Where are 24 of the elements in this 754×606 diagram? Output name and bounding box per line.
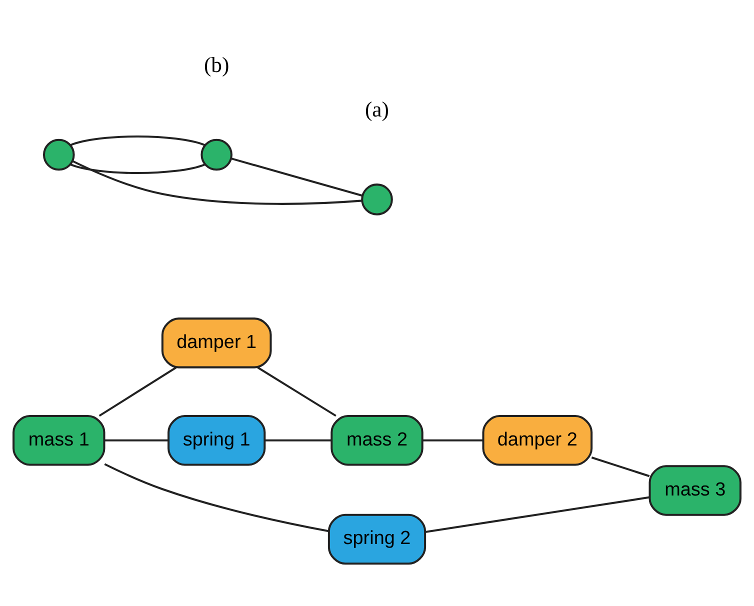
connector (422, 439, 484, 442)
node-box: spring 2 (328, 514, 426, 565)
node-box: damper 2 (482, 415, 593, 466)
connector (72, 160, 362, 205)
node-circle (200, 138, 232, 171)
connector (104, 439, 168, 442)
connector (257, 366, 336, 417)
connector (70, 136, 206, 146)
node-box: mass 2 (330, 415, 424, 466)
label: (a) (364, 98, 390, 122)
node-circle (361, 184, 393, 216)
connector (70, 163, 206, 174)
node-circle (42, 138, 75, 171)
node-box: mass 3 (648, 465, 742, 516)
node-box: damper 1 (161, 318, 272, 368)
connector (264, 439, 332, 442)
node-box: spring 1 (168, 415, 266, 466)
connector (591, 456, 650, 478)
connector (104, 463, 329, 532)
label: (b) (204, 52, 230, 77)
connector (425, 496, 650, 533)
node-box: mass 1 (12, 415, 106, 466)
connector (98, 366, 177, 417)
connector (231, 158, 362, 197)
